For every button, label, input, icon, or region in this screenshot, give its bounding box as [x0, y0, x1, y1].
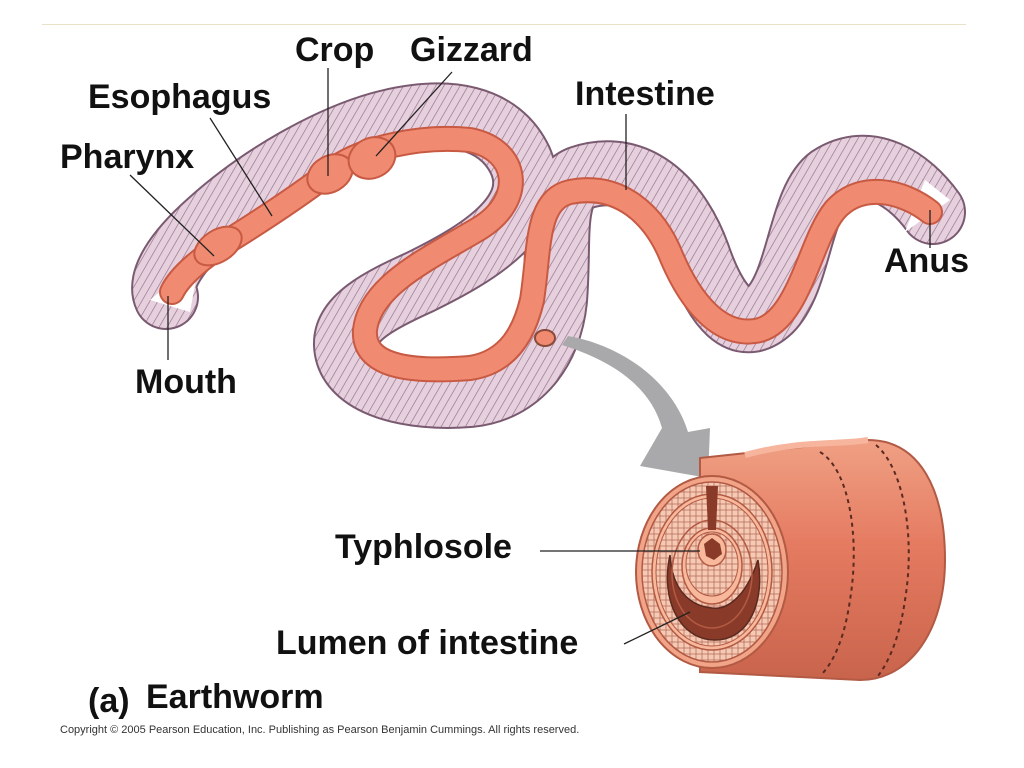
label-typhlosole: Typhlosole: [335, 530, 512, 564]
label-esophagus: Esophagus: [88, 80, 271, 114]
label-crop: Crop: [295, 33, 374, 67]
label-mouth: Mouth: [135, 365, 237, 399]
label-gizzard: Gizzard: [410, 33, 533, 67]
cut-section-marker: [535, 330, 555, 346]
label-anus: Anus: [884, 244, 969, 278]
figure-title: Earthworm: [146, 678, 324, 717]
label-intestine: Intestine: [575, 77, 715, 111]
panel-label: (a): [88, 682, 130, 721]
intestine-cross-section: [636, 440, 945, 680]
copyright-notice: Copyright © 2005 Pearson Education, Inc.…: [60, 724, 579, 736]
zoom-arrow: [562, 336, 710, 478]
label-pharynx: Pharynx: [60, 140, 194, 174]
label-lumen: Lumen of intestine: [276, 626, 578, 660]
